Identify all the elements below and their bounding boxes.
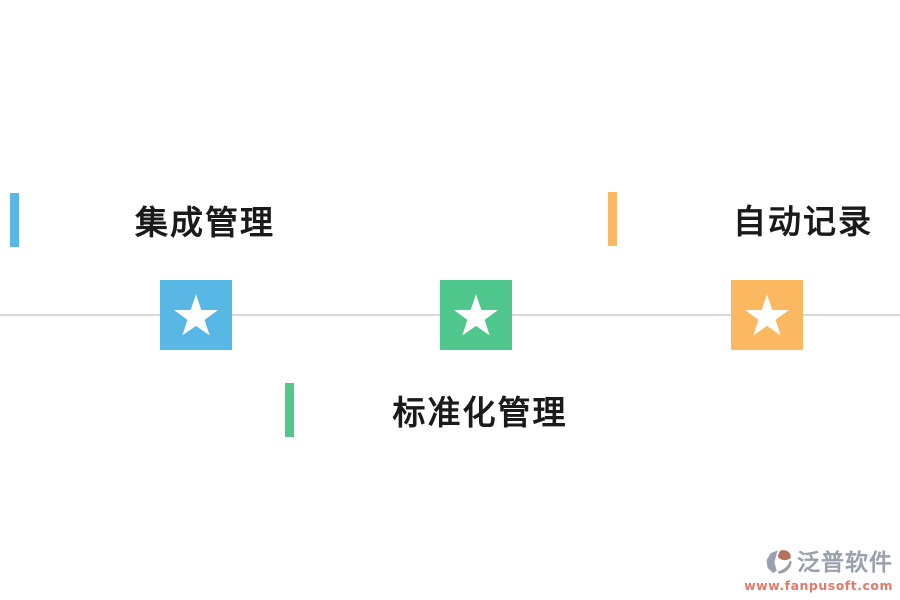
watermark: 泛普软件 www.fanpusoft.com <box>744 549 893 593</box>
star-icon <box>174 294 218 336</box>
label-standard: 标准化管理 <box>392 393 568 432</box>
label-block-autorecord: 自动记录 <box>608 192 900 246</box>
milestone-square-autorecord <box>731 280 803 350</box>
milestone-square-standard <box>440 280 512 350</box>
label-integration: 集成管理 <box>135 203 275 242</box>
brand-url: www.fanpusoft.com <box>744 577 893 593</box>
milestone-square-integration <box>160 280 232 350</box>
star-icon <box>454 294 498 336</box>
star-icon <box>745 294 789 336</box>
accent-bar-integration <box>10 193 19 247</box>
label-block-standard: 标准化管理 <box>285 383 675 437</box>
fanpu-logo-icon <box>765 549 795 578</box>
accent-bar-autorecord <box>608 192 617 246</box>
label-block-integration: 集成管理 <box>10 193 400 247</box>
brand-row: 泛普软件 <box>765 549 893 578</box>
brand-name: 泛普软件 <box>797 549 893 576</box>
accent-bar-standard <box>285 383 294 437</box>
label-autorecord: 自动记录 <box>733 202 873 241</box>
